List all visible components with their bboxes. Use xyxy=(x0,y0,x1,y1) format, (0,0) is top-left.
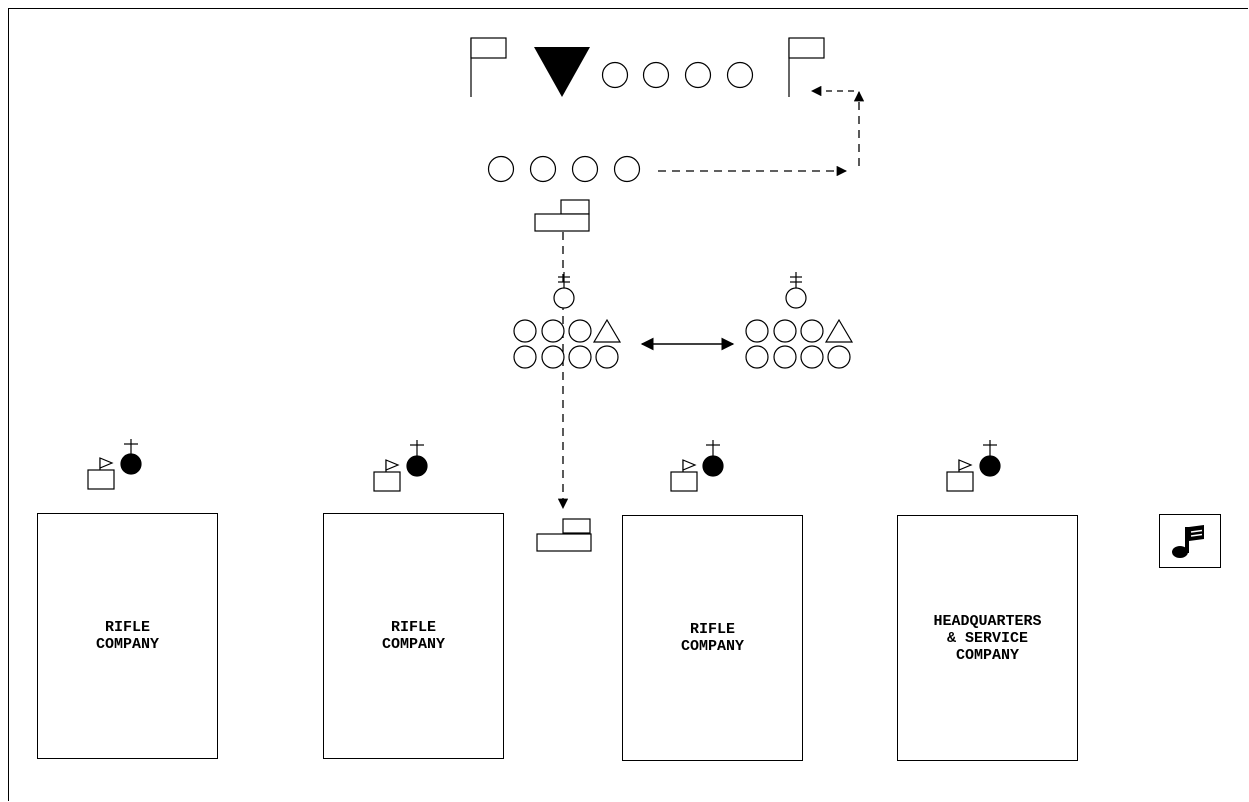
unit-box-rifle-company-1: RIFLE COMPANY xyxy=(37,513,218,759)
staff-circle xyxy=(684,61,712,89)
music-note-flag-glyph xyxy=(1172,525,1204,558)
staff-circle xyxy=(487,155,515,183)
company-commander-icon-3 xyxy=(670,440,724,492)
marker-vehicle-icon xyxy=(534,199,590,232)
staff-circle xyxy=(541,319,565,343)
staff-circle xyxy=(513,319,537,343)
staff-circle xyxy=(773,345,797,369)
staff-circles-second xyxy=(487,155,641,183)
unit-box-rifle-company-3: RIFLE COMPANY xyxy=(622,515,803,761)
staff-circle xyxy=(745,345,769,369)
unit-label: HEADQUARTERS & SERVICE COMPANY xyxy=(933,612,1042,664)
unit-box-rifle-company-2: RIFLE COMPANY xyxy=(323,513,504,759)
marker-vehicle-icon-bottom xyxy=(536,518,592,552)
guidon-flag-icon-right xyxy=(788,37,825,97)
leader-triangle xyxy=(592,318,622,343)
music-note-flag-icon xyxy=(1159,514,1221,568)
staff-circle xyxy=(800,345,824,369)
diagram-frame xyxy=(8,8,1248,801)
staff-circle xyxy=(745,319,769,343)
staff-circle xyxy=(595,345,619,369)
unit-label: RIFLE COMPANY xyxy=(680,621,744,655)
squad-group-left xyxy=(513,318,622,369)
staff-circles-top xyxy=(601,61,754,89)
squad-group-right xyxy=(745,318,854,369)
unit-label: RIFLE COMPANY xyxy=(95,619,159,653)
unit-label: RIFLE COMPANY xyxy=(381,619,445,653)
leader-triangle xyxy=(824,318,854,343)
staff-circle xyxy=(613,155,641,183)
guidon-flag-icon-left xyxy=(470,37,507,97)
staff-circle xyxy=(827,345,851,369)
staff-circle xyxy=(513,345,537,369)
staff-circle xyxy=(568,345,592,369)
staff-circle xyxy=(529,155,557,183)
staff-circle xyxy=(541,345,565,369)
staff-circle xyxy=(601,61,629,89)
unit-box-headquarters-service-company: HEADQUARTERS & SERVICE COMPANY xyxy=(897,515,1078,761)
company-commander-icon-4 xyxy=(946,440,1001,492)
staff-circle xyxy=(568,319,592,343)
commander-triangle-icon xyxy=(534,47,590,97)
company-commander-icon-2 xyxy=(373,440,428,492)
chaplain-cross-icon-right xyxy=(785,272,807,309)
staff-circle xyxy=(571,155,599,183)
staff-circle xyxy=(726,61,754,89)
chaplain-cross-icon-left xyxy=(553,272,575,309)
staff-circle xyxy=(773,319,797,343)
staff-circle xyxy=(642,61,670,89)
staff-circle xyxy=(800,319,824,343)
company-commander-icon-1 xyxy=(87,439,142,490)
